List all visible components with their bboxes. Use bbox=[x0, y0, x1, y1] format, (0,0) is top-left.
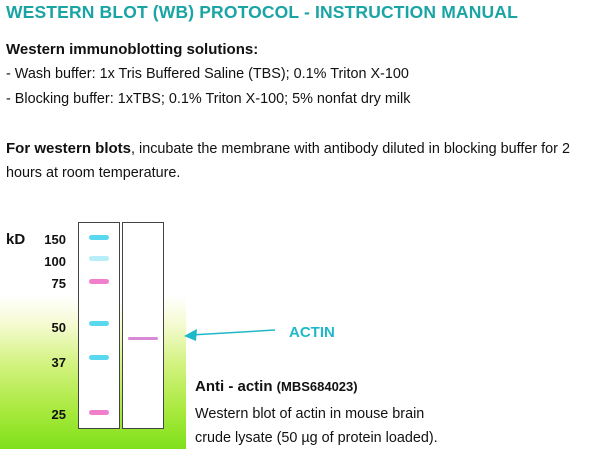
marker-label-50: 50 bbox=[51, 320, 66, 335]
caption-line-1: Western blot of actin in mouse brain bbox=[195, 406, 425, 422]
blocking-buffer-line: - Blocking buffer: 1xTBS; 0.1% Triton X-… bbox=[6, 91, 411, 107]
page-title: WESTERN BLOT (WB) PROTOCOL - INSTRUCTION… bbox=[6, 2, 518, 22]
marker-label-75: 75 bbox=[51, 276, 66, 291]
wash-buffer-line: - Wash buffer: 1x Tris Buffered Saline (… bbox=[6, 66, 409, 82]
arrow-icon bbox=[184, 329, 276, 341]
marker-label-150: 150 bbox=[44, 232, 66, 247]
catalog-number: (MBS684023) bbox=[276, 379, 358, 394]
instruction-paragraph: For western blots, incubate the membrane… bbox=[6, 137, 598, 185]
actin-band bbox=[128, 337, 158, 340]
antibody-title: Anti - actin (MBS684023) bbox=[195, 378, 358, 395]
marker-label-100: 100 bbox=[44, 254, 66, 269]
kd-unit-label: kD bbox=[6, 231, 26, 248]
marker-label-25: 25 bbox=[51, 407, 66, 422]
instruction-text: , incubate the membrane with antibody di… bbox=[6, 141, 570, 181]
ladder-band-37 bbox=[89, 355, 109, 360]
ladder-band-25 bbox=[89, 410, 109, 415]
caption-line-2: crude lysate (50 µg of protein loaded). bbox=[195, 430, 438, 446]
antibody-name: Anti - actin bbox=[195, 378, 273, 395]
ladder-lane bbox=[78, 222, 120, 429]
ladder-band-100 bbox=[89, 256, 109, 261]
sample-lane bbox=[122, 222, 164, 429]
ladder-band-75 bbox=[89, 279, 109, 284]
marker-label-37: 37 bbox=[51, 355, 66, 370]
ladder-band-50 bbox=[89, 321, 109, 326]
ladder-band-150 bbox=[89, 235, 109, 240]
instruction-bold: For western blots bbox=[6, 140, 132, 157]
figure-caption: Western blot of actin in mouse brain cru… bbox=[195, 402, 495, 450]
actin-target-label: ACTIN bbox=[289, 324, 335, 341]
solutions-heading: Western immunoblotting solutions: bbox=[6, 41, 259, 58]
